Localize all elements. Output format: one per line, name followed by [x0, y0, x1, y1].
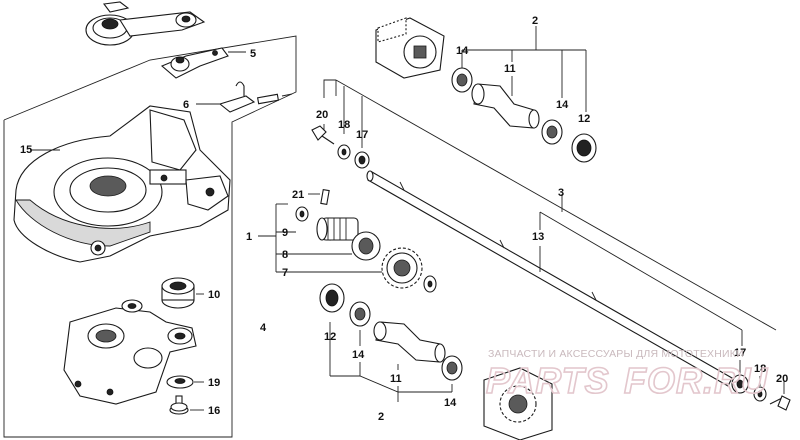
bottom-seal-12 [319, 283, 345, 313]
callout-labels: 5 6 15 10 4 19 16 21 1 9 8 7 20 18 17 2 … [20, 15, 788, 423]
callout-2-bottom: 2 [378, 411, 384, 423]
callout-2-top: 2 [532, 15, 538, 27]
callout-11-top: 11 [504, 63, 516, 75]
bracket-callout-3 [539, 194, 743, 346]
callout-14-b: 14 [556, 99, 569, 111]
callout-11-bottom: 11 [390, 373, 402, 385]
part-6-clip [196, 81, 293, 113]
part-13-shaft [366, 170, 733, 387]
top-shaft-sleeve-11 [471, 76, 540, 129]
part-16-bolt [169, 395, 204, 415]
bracket-callout-1 [258, 203, 296, 273]
watermark-brand-right: FOR.RU [624, 360, 768, 401]
callout-5: 5 [250, 48, 256, 60]
top-washer-17 [354, 151, 370, 169]
callout-15: 15 [20, 144, 32, 156]
callout-7: 7 [282, 267, 288, 279]
bottom-gear [483, 367, 553, 440]
drive-pulley-part [85, 1, 206, 46]
callout-21: 21 [292, 189, 304, 201]
part-5-bracket [160, 47, 246, 79]
callout-20-top: 20 [316, 109, 328, 121]
callout-12-bottom: 12 [324, 331, 336, 343]
callout-10: 10 [208, 289, 220, 301]
gear-case [63, 299, 197, 405]
top-bearing-14-right [541, 119, 563, 145]
watermark-tagline: ЗАПЧАСТИ И АКСЕССУАРЫ ДЛЯ МОТОТЕХНИКИ [488, 348, 744, 360]
bracket-callout-top-left [323, 79, 777, 331]
bottom-bolt-20 [769, 380, 791, 411]
callout-6: 6 [183, 99, 189, 111]
top-bearing-14 [451, 60, 473, 93]
callout-8: 8 [282, 249, 288, 261]
bottom-washer-17 [731, 360, 749, 394]
part-10-bushing [161, 277, 204, 309]
bracket-callout-2-bottom [329, 322, 453, 402]
bottom-bearing-14 [349, 301, 371, 327]
top-washer-18 [337, 144, 351, 160]
callout-14-d: 14 [444, 397, 457, 409]
part-15-housing [13, 105, 231, 263]
callout-18-top: 18 [338, 119, 350, 131]
callout-1: 1 [246, 231, 252, 243]
callout-9: 9 [282, 227, 288, 239]
bottom-bearing-14-right [441, 355, 463, 381]
assembly-outline-4 [3, 35, 297, 438]
part-7-gear [296, 247, 423, 289]
watermark: ЗАПЧАСТИ И АКСЕССУАРЫ ДЛЯ МОТОТЕХНИКИ PA… [485, 348, 768, 402]
part-8-collar [296, 231, 381, 261]
bottom-shaft-sleeve-11 [373, 321, 446, 363]
callout-14-a: 14 [456, 45, 469, 57]
part-21-pin [308, 188, 330, 206]
bracket-callout-2-top [461, 26, 587, 112]
callout-20-bottom: 20 [776, 373, 788, 385]
callout-17-bottom: 17 [734, 347, 746, 359]
part-9-sleeve [316, 217, 361, 241]
watermark-brand-left: PARTS [486, 360, 610, 401]
callout-16: 16 [208, 405, 220, 417]
callout-3: 3 [558, 187, 564, 199]
bottom-washer-18 [753, 376, 767, 402]
small-washer [295, 206, 309, 222]
gear-washer [423, 275, 437, 293]
callout-4: 4 [260, 322, 267, 334]
callout-18-bottom: 18 [754, 363, 766, 375]
callout-12-top: 12 [578, 113, 590, 125]
top-bolt-20 [311, 125, 335, 145]
top-gear-assembly [375, 17, 445, 79]
part-19-washer [166, 375, 204, 389]
callout-14-c: 14 [352, 349, 365, 361]
top-seal-12 [571, 133, 597, 163]
callout-17-top: 17 [356, 129, 368, 141]
callout-19: 19 [208, 377, 220, 389]
callout-13: 13 [532, 231, 544, 243]
